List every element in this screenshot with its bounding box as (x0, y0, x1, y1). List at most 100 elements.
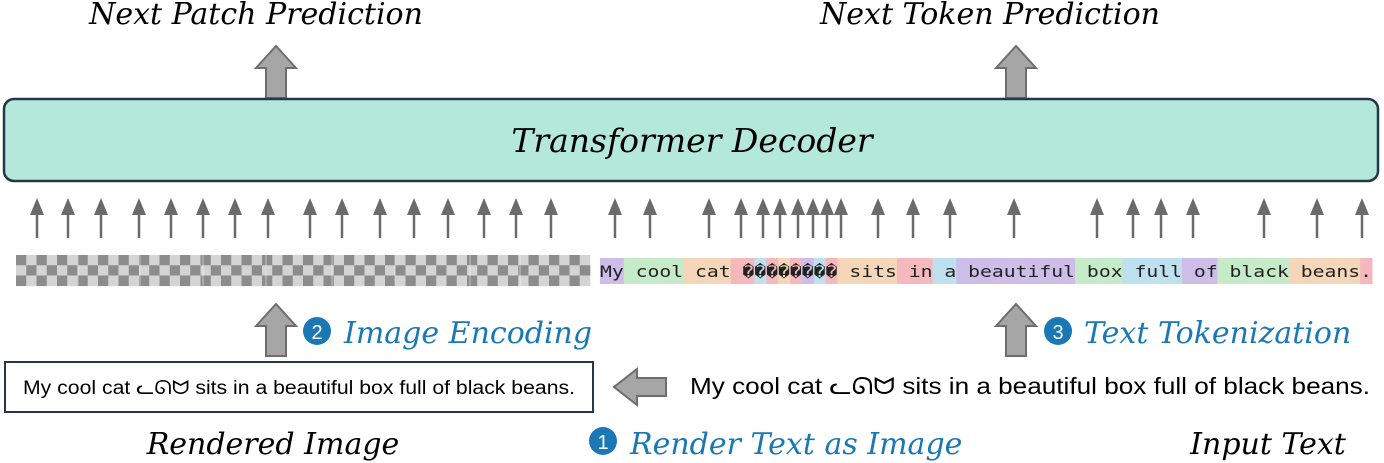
patch-cell (549, 255, 560, 266)
patch-cell (282, 265, 294, 276)
patch-cell (323, 265, 335, 276)
patch-cell (385, 255, 396, 266)
patch-cell (415, 275, 427, 287)
patch-up-arrow-icon (30, 198, 44, 238)
patch-cell (87, 255, 99, 266)
patch-up-arrow-icon (373, 198, 387, 238)
token-text: � (731, 262, 755, 281)
patch-cell (139, 255, 150, 266)
step-1-badge (589, 427, 617, 455)
token-background (778, 258, 791, 284)
patch-cell (477, 265, 488, 276)
patch-cell (569, 255, 581, 266)
patch-cell (128, 275, 140, 287)
patch-cell (405, 265, 417, 276)
token-text: � (778, 262, 790, 281)
render-text-as-image-label: Render Text as Image (629, 427, 962, 462)
patch-cell (221, 275, 232, 287)
token-background (683, 258, 732, 284)
patch-cell (57, 255, 68, 266)
token-background (1122, 258, 1183, 284)
rendered-image-label: Rendered Image (146, 427, 400, 462)
patch-cell (364, 255, 376, 266)
patch-cell (436, 255, 447, 266)
token-up-arrow-icon (834, 198, 848, 238)
token-text: cool (624, 262, 683, 281)
patch-cell (467, 265, 478, 276)
token-background (801, 258, 815, 284)
patch-cell (210, 275, 222, 287)
token-text: � (754, 262, 766, 281)
token-up-arrow-icon (943, 198, 957, 238)
token-text: beans (1289, 262, 1360, 281)
patch-cell (231, 275, 242, 287)
patch-cell (426, 255, 437, 266)
patch-cell (579, 265, 591, 276)
token-text: of (1182, 262, 1218, 281)
patch-cell (456, 275, 468, 287)
patch-cell (200, 265, 212, 276)
input-text-label: Input Text (1189, 427, 1347, 462)
patch-cell (190, 265, 201, 276)
patch-cell (426, 265, 437, 276)
token-up-arrow-icon (791, 198, 805, 238)
patch-cell (16, 265, 27, 276)
patch-cell (272, 275, 283, 287)
token-up-arrow-icon (1154, 198, 1168, 238)
patch-cell (508, 265, 519, 276)
token-up-arrow-icon (806, 198, 820, 238)
patch-cell (303, 275, 314, 287)
token-background (730, 258, 755, 284)
patch-cell (282, 275, 294, 287)
patch-cell (16, 275, 27, 287)
patch-up-arrow-icon (94, 198, 108, 238)
token-text: � (790, 262, 802, 281)
patch-cell (159, 255, 171, 266)
token-up-arrow-icon (1355, 198, 1369, 238)
patch-cell (538, 255, 550, 266)
token-background (896, 258, 934, 284)
patch-cell (159, 265, 171, 276)
patch-cell (221, 255, 232, 266)
patch-cell (36, 255, 48, 266)
token-up-arrow-icon (756, 198, 770, 238)
token-up-arrow-icon (734, 198, 748, 238)
token-up-arrow-icon (820, 198, 834, 238)
patch-cell (579, 275, 591, 287)
patch-up-arrow-icon (544, 198, 558, 238)
patch-cell (518, 255, 529, 266)
token-background (790, 258, 803, 284)
patch-cell (497, 265, 509, 276)
patch-cell (354, 255, 365, 266)
patch-cell (467, 255, 478, 266)
patch-cell (200, 255, 212, 266)
patch-cell (313, 255, 324, 266)
patch-cell (149, 265, 160, 276)
patch-cell (528, 255, 540, 266)
patch-cell (477, 275, 488, 287)
patch-cell (149, 275, 160, 287)
token-background (837, 258, 898, 284)
token-input-arrows (608, 198, 1369, 238)
patch-cell (139, 275, 150, 287)
patch-cell (395, 255, 406, 266)
patch-cell (118, 275, 130, 287)
patch-up-arrow-icon (441, 198, 455, 238)
text-tokenization-arrow-icon (993, 302, 1039, 357)
token-up-arrow-icon (1007, 198, 1021, 238)
patch-cell (36, 265, 48, 276)
token-text: . (1360, 262, 1372, 281)
patch-cell (518, 265, 529, 276)
patch-cell (497, 275, 509, 287)
patch-cell (46, 275, 58, 287)
patch-cell (87, 275, 99, 287)
patch-cell (67, 265, 78, 276)
patch-cell (487, 265, 499, 276)
patch-cell (118, 265, 130, 276)
patch-cell (190, 255, 201, 266)
token-up-arrow-icon (1186, 198, 1200, 238)
patch-cell (436, 275, 447, 287)
token-text: cat (683, 262, 731, 281)
token-up-arrow-icon (1310, 198, 1324, 238)
